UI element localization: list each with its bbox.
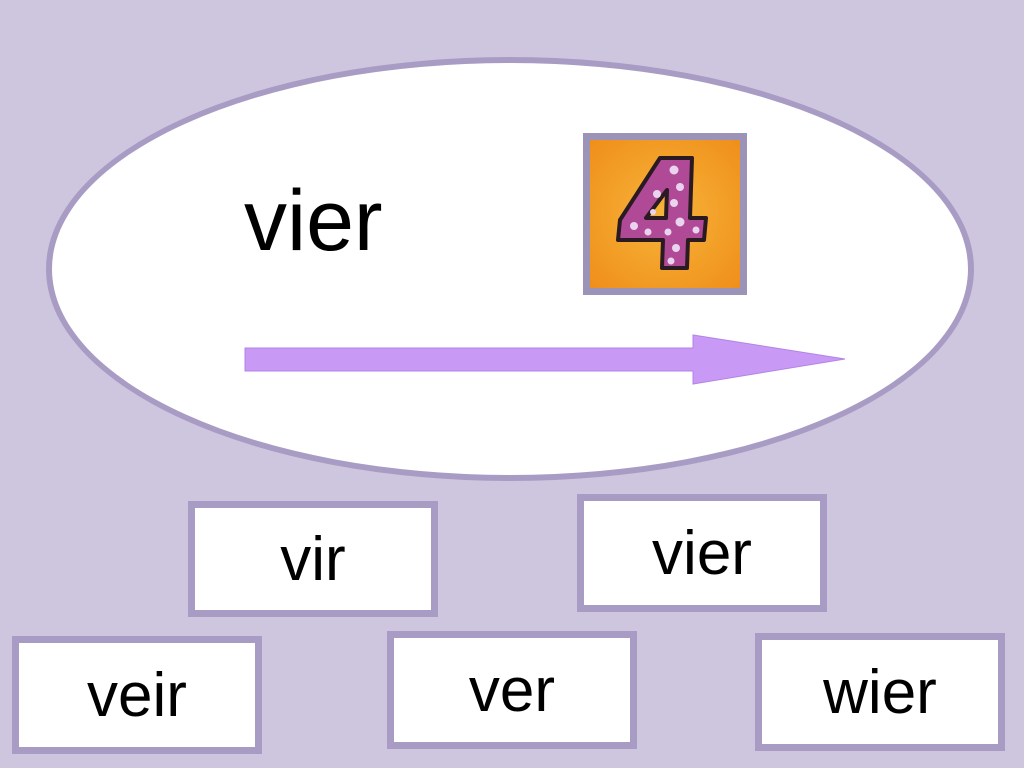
right-arrow-icon bbox=[244, 334, 846, 385]
target-word: vier bbox=[244, 173, 383, 269]
choice-tile-vir[interactable]: vir bbox=[188, 501, 438, 617]
choice-tile-vier[interactable]: vier bbox=[577, 494, 827, 612]
word-oval bbox=[46, 57, 974, 481]
number-card bbox=[583, 133, 747, 295]
number-four-icon bbox=[590, 140, 740, 288]
choice-tile-wier[interactable]: wier bbox=[755, 633, 1005, 751]
choice-tile-veir[interactable]: veir bbox=[12, 636, 262, 754]
choice-tile-ver[interactable]: ver bbox=[387, 631, 637, 749]
